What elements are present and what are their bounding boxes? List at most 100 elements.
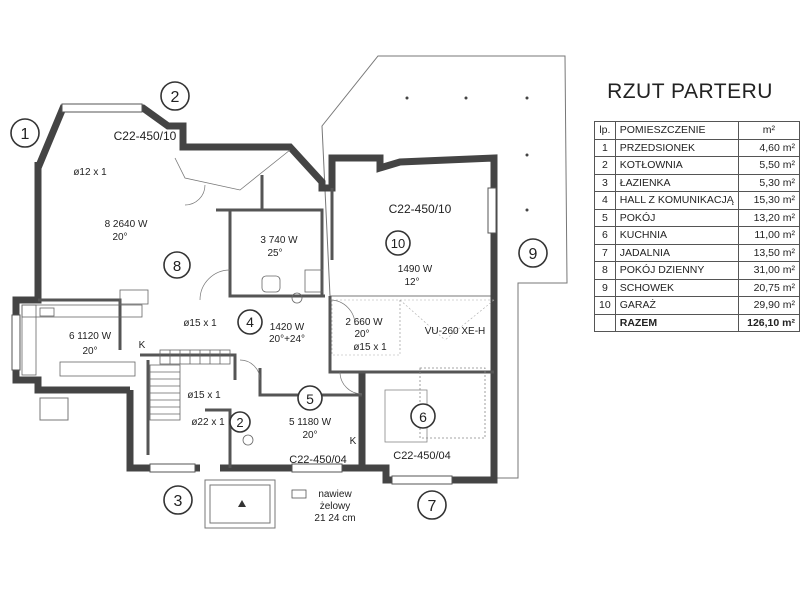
storage-dots [405,96,529,212]
row-lp: 6 [594,226,616,245]
heater-bath-spec: 3 740 W [260,235,298,246]
room-1-number: 1 [21,126,30,143]
entry-arrow [238,500,246,507]
wall-label-garage: C22-450/10 [389,202,452,216]
row-name: KOTŁOWNIA [614,156,739,175]
row-name: PRZEDSIONEK [614,138,739,157]
total-lp [594,313,616,332]
duct-living: ø12 x 1 [73,167,107,178]
heater-living-temp: 20° [112,232,127,243]
room-2-number-small: 2 [236,415,243,430]
row-lp: 1 [594,138,616,157]
row-lp: 3 [594,173,616,192]
room-2-number-top: 2 [171,89,180,106]
duct-stair: ø15 x 1 [187,390,221,401]
k-mark-kitchen: K [139,340,146,351]
windows [11,103,497,485]
storage-outline [321,55,568,479]
row-lp: 7 [594,243,616,262]
room-7-number: 7 [428,498,437,515]
heater-living-spec: 8 2640 W [105,219,148,230]
row-area: 4,60 m² [737,138,800,157]
row-name: POKÓJ DZIENNY [614,261,739,280]
vent-note-line2: żelowy [320,501,351,512]
room-9-number: 9 [529,246,538,263]
heater-garage-temp: 12° [404,277,419,288]
vent-note-line3: 21 24 cm [314,513,355,524]
heater-boiler-temp: 20° [354,329,369,340]
row-area: 5,30 m² [737,173,800,192]
header-area: m² [737,121,800,140]
heater-room5-temp: 20° [302,430,317,441]
room-6-number: 6 [419,409,427,425]
dining-table [384,367,486,443]
bath-fixtures [242,269,324,446]
room-4-number: 4 [246,314,254,330]
row-area: 29,90 m² [737,296,800,315]
heater-hall-spec: 1420 W [270,322,305,333]
table-header-row: lp. POMIESZCZENIE m² [594,121,800,140]
total-name: RAZEM [614,313,739,332]
row-name: ŁAZIENKA [614,173,739,192]
wall-label-dining: C22-450/04 [393,450,451,462]
heater-kitchen-spec: 6 1120 W [69,331,112,342]
row-area: 31,00 m² [737,261,800,280]
row-lp: 10 [594,296,616,315]
doors [184,184,363,395]
row-area: 11,00 m² [737,226,800,245]
plan-title: RZUT PARTERU [607,80,773,103]
vent-symbol [291,489,307,499]
wall-label-room5: C22-450/04 [289,454,347,466]
row-name: SCHOWEK [614,278,739,297]
header-lp: lp. [594,121,616,140]
room-5-number: 5 [306,391,314,407]
row-area: 15,30 m² [737,191,800,210]
boiler-hatch [331,299,495,356]
heater-boiler-spec: 2 660 W [345,317,383,328]
row-name: HALL Z KOMUNIKACJĄ [614,191,739,210]
k-mark-room5: K [350,436,357,447]
room-markers: 1 2 3 2 4 5 6 7 8 9 10 [10,81,548,520]
vent-note-line1: nawiew [318,489,352,500]
wall-label-bay: C22-450/10 [114,129,177,143]
row-name: POKÓJ [614,208,739,227]
ventilation-unit: VU-260 XE-H [425,326,486,337]
heater-garage-spec: 1490 W [398,264,433,275]
heater-kitchen-temp: 20° [82,346,97,357]
row-area: 13,50 m² [737,243,800,262]
row-name: KUCHNIA [614,226,739,245]
heater-hall-temp: 20°+24° [269,334,305,345]
row-area: 5,50 m² [737,156,800,175]
bay-window [174,149,291,191]
row-name: GARAŻ [614,296,739,315]
duct-boiler: ø15 x 1 [353,342,387,353]
header-name: POMIESZCZENIE [614,121,739,140]
row-area: 13,20 m² [737,208,800,227]
row-name: JADALNIA [614,243,739,262]
duct-hall: ø15 x 1 [183,318,217,329]
stairs [149,349,231,421]
row-lp: 2 [594,156,616,175]
duct-vestibule: ø22 x 1 [191,417,225,428]
room-3-number: 3 [174,493,183,510]
heater-bath-temp: 25° [267,248,282,259]
row-lp: 8 [594,261,616,280]
room-8-number: 8 [173,258,181,275]
porch [39,397,276,529]
total-area: 126,10 m² [737,313,800,332]
row-lp: 5 [594,208,616,227]
room-10-number: 10 [391,236,405,251]
